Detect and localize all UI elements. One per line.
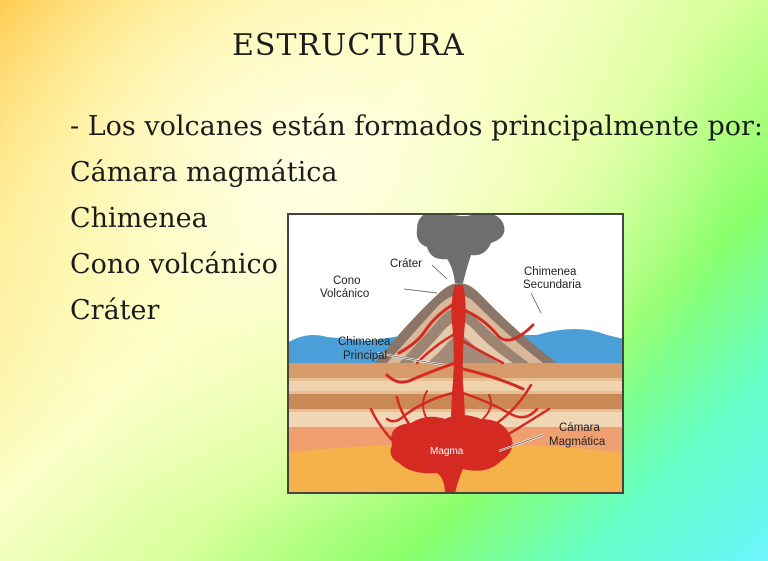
smoke-plume	[416, 213, 505, 283]
diagram-border	[287, 213, 624, 494]
label-chimenea-principal-2: Principal	[343, 350, 387, 362]
intro-text: - Los volcanes están formados principalm…	[70, 111, 763, 142]
dikes	[369, 299, 551, 441]
label-magma: Magma	[430, 446, 464, 457]
magma-chamber	[390, 415, 513, 494]
main-conduit	[451, 285, 466, 423]
bullet-list: - Los volcanes están formados principalm…	[70, 104, 763, 334]
volcano-illustration: Cráter Cono Volcánico Chimenea Secundari…	[287, 213, 624, 494]
label-crater: Cráter	[390, 258, 422, 270]
slide-title: ESTRUCTURA	[232, 28, 465, 63]
list-item-crater: Cráter	[70, 295, 160, 326]
label-camara-2: Magmática	[549, 436, 606, 448]
list-item-chimenea: Chimenea	[70, 203, 208, 234]
label-chimenea-principal-1: Chimenea	[338, 336, 391, 348]
label-camara-1: Cámara	[559, 422, 601, 434]
list-item-cono: Cono volcánico	[70, 249, 278, 280]
label-chimenea-secundaria-1: Chimenea	[524, 266, 577, 278]
label-cono-1: Cono	[333, 275, 361, 287]
volcano-diagram: Cráter Cono Volcánico Chimenea Secundari…	[287, 213, 624, 494]
list-item-camara: Cámara magmática	[70, 157, 338, 188]
label-cono-2: Volcánico	[320, 288, 369, 300]
label-chimenea-secundaria-2: Secundaria	[523, 279, 582, 291]
